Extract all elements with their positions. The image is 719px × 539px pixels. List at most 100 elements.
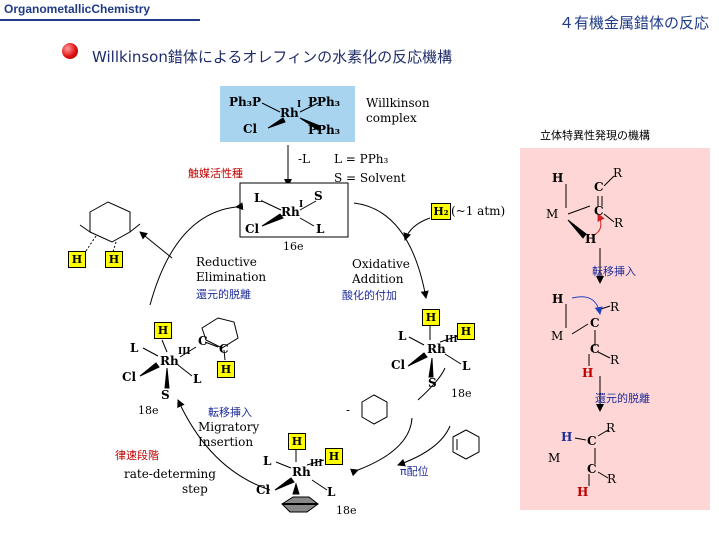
willkinson-bonds <box>261 102 321 131</box>
h2-pressure: (~1 atm) <box>451 204 506 218</box>
bottom-h-2: H <box>325 448 343 465</box>
arrow-olefin-in <box>397 425 451 467</box>
s2-m: M <box>551 329 564 343</box>
stereo-step-2: 還元的脱離 <box>595 392 650 405</box>
stereo-title: 立体特異性発現の機構 <box>540 129 650 142</box>
s2-c-bottom: C <box>590 342 600 356</box>
re-label-en-2: Elimination <box>196 270 267 284</box>
s2-r-bottom: R <box>610 353 620 367</box>
right-l-top: L <box>398 329 407 343</box>
re-label-en-1: Reductive <box>196 255 257 269</box>
minus-l-label: -L <box>298 152 311 166</box>
product-h-2: H <box>105 251 123 268</box>
catalyst-ox: I <box>299 200 304 210</box>
right-s: S <box>428 376 437 390</box>
oa-label-en-2: Addition <box>352 272 404 286</box>
oa-label-en-1: Oxidative <box>352 257 410 271</box>
catalyst-electron-count: 16e <box>283 240 304 253</box>
re-label-jp: 還元的脱離 <box>196 288 251 301</box>
s1-h: H <box>552 171 564 185</box>
header-divider <box>0 19 200 21</box>
s1-r-bottom: R <box>614 216 624 230</box>
arrow-migratory-insertion <box>177 399 271 491</box>
arrow-h2 <box>403 217 431 241</box>
s2-r-top: R <box>610 300 620 314</box>
bottom-l-top: L <box>263 454 272 468</box>
s2-c-top: C <box>590 316 600 330</box>
catalyst-l-bottom: L <box>316 222 325 236</box>
bottom-electron-count: 18e <box>336 504 357 517</box>
h-migration-arrow <box>591 213 605 237</box>
bottom-rh: Rh <box>292 465 311 479</box>
willkinson-label-1: Willkinson <box>366 96 430 110</box>
active-species-label: 触媒活性種 <box>188 167 243 180</box>
arrow-reductive-elimination <box>149 202 244 306</box>
mi-label-jp: 転移挿入 <box>208 406 252 419</box>
chapter-title: ４有機金属錯体の反応 <box>558 14 709 32</box>
bottom-cl: Cl <box>256 483 271 497</box>
bottom-l-bottom: L <box>327 485 336 499</box>
s2-h: H <box>552 292 564 306</box>
rds-label-en-1: rate-determing <box>124 467 216 481</box>
s3-r-top: R <box>606 421 616 435</box>
left-c-1: C <box>198 334 208 348</box>
arrow-oxidative-addition <box>353 202 429 299</box>
s3-c-bottom: C <box>587 462 597 476</box>
left-l-bottom: L <box>193 372 202 386</box>
l-definition: L = PPh₃ <box>334 152 389 166</box>
rh-center: Rh <box>280 106 299 120</box>
arrow-olefin-out <box>417 367 446 401</box>
catalyst-s: S <box>314 189 323 203</box>
s3-r-bottom: R <box>607 472 617 486</box>
stereo-step-1: 転移挿入 <box>592 265 636 278</box>
catalyst-cl: Cl <box>245 222 260 236</box>
right-h-1: H <box>422 309 440 326</box>
insertion-arrow <box>571 296 603 315</box>
willkinson-label-2: complex <box>366 111 417 125</box>
slide-title: Willkinson錯体によるオレフィンの水素化の反応機構 <box>92 48 453 66</box>
bottom-h-1: H <box>288 433 306 450</box>
left-electron-count: 18e <box>138 404 159 417</box>
stereospecificity-panel <box>520 148 710 510</box>
catalyst-rh: Rh <box>281 205 300 219</box>
oa-label-jp: 酸化的付加 <box>342 289 397 302</box>
pph3-ligand-top: PPh₃ <box>308 95 341 109</box>
right-electron-count: 18e <box>451 387 472 400</box>
s3-c-top: C <box>587 434 597 448</box>
s3-h: H <box>561 430 573 444</box>
mi-label-en-2: Insertion <box>198 435 254 449</box>
left-rh: Rh <box>160 354 179 368</box>
s-definition: S = Solvent <box>334 171 406 185</box>
ph3p-ligand: Ph₃P <box>229 95 262 109</box>
catalyst-bonds <box>261 200 317 227</box>
s1-r-top: R <box>613 166 623 180</box>
cl-ligand: Cl <box>243 122 258 136</box>
olefin-minus-sign: - <box>346 403 351 417</box>
left-l-top: L <box>130 341 139 355</box>
left-h: H <box>154 322 172 339</box>
cyclohexene-out <box>361 394 388 425</box>
s3-m: M <box>548 451 561 465</box>
red-bullet-icon <box>62 43 78 59</box>
right-l-bottom: L <box>462 359 471 373</box>
cyclohexene-in <box>452 429 480 460</box>
left-c-2: C <box>219 342 229 356</box>
left-h-2: H <box>217 361 235 378</box>
rds-label-en-2: step <box>182 482 208 496</box>
s1-c-bottom: C <box>594 204 604 218</box>
mi-label-en-1: Migratory <box>198 420 260 434</box>
arrow-to-product <box>139 231 173 259</box>
willkinson-complex-box <box>220 86 355 142</box>
left-cl: Cl <box>122 370 137 384</box>
right-ox: III <box>445 335 458 345</box>
rds-label-jp: 律速段階 <box>115 449 159 462</box>
right-h-2: H <box>457 323 475 340</box>
oxidation-state-1: I <box>297 100 302 110</box>
catalyst-l-top: L <box>254 191 263 205</box>
bottom-ox: III <box>310 459 323 469</box>
product-h-1: H <box>68 251 86 268</box>
course-title: OrganometallicChemistry <box>4 2 151 16</box>
pi-coordination-label: π配位 <box>400 465 429 478</box>
